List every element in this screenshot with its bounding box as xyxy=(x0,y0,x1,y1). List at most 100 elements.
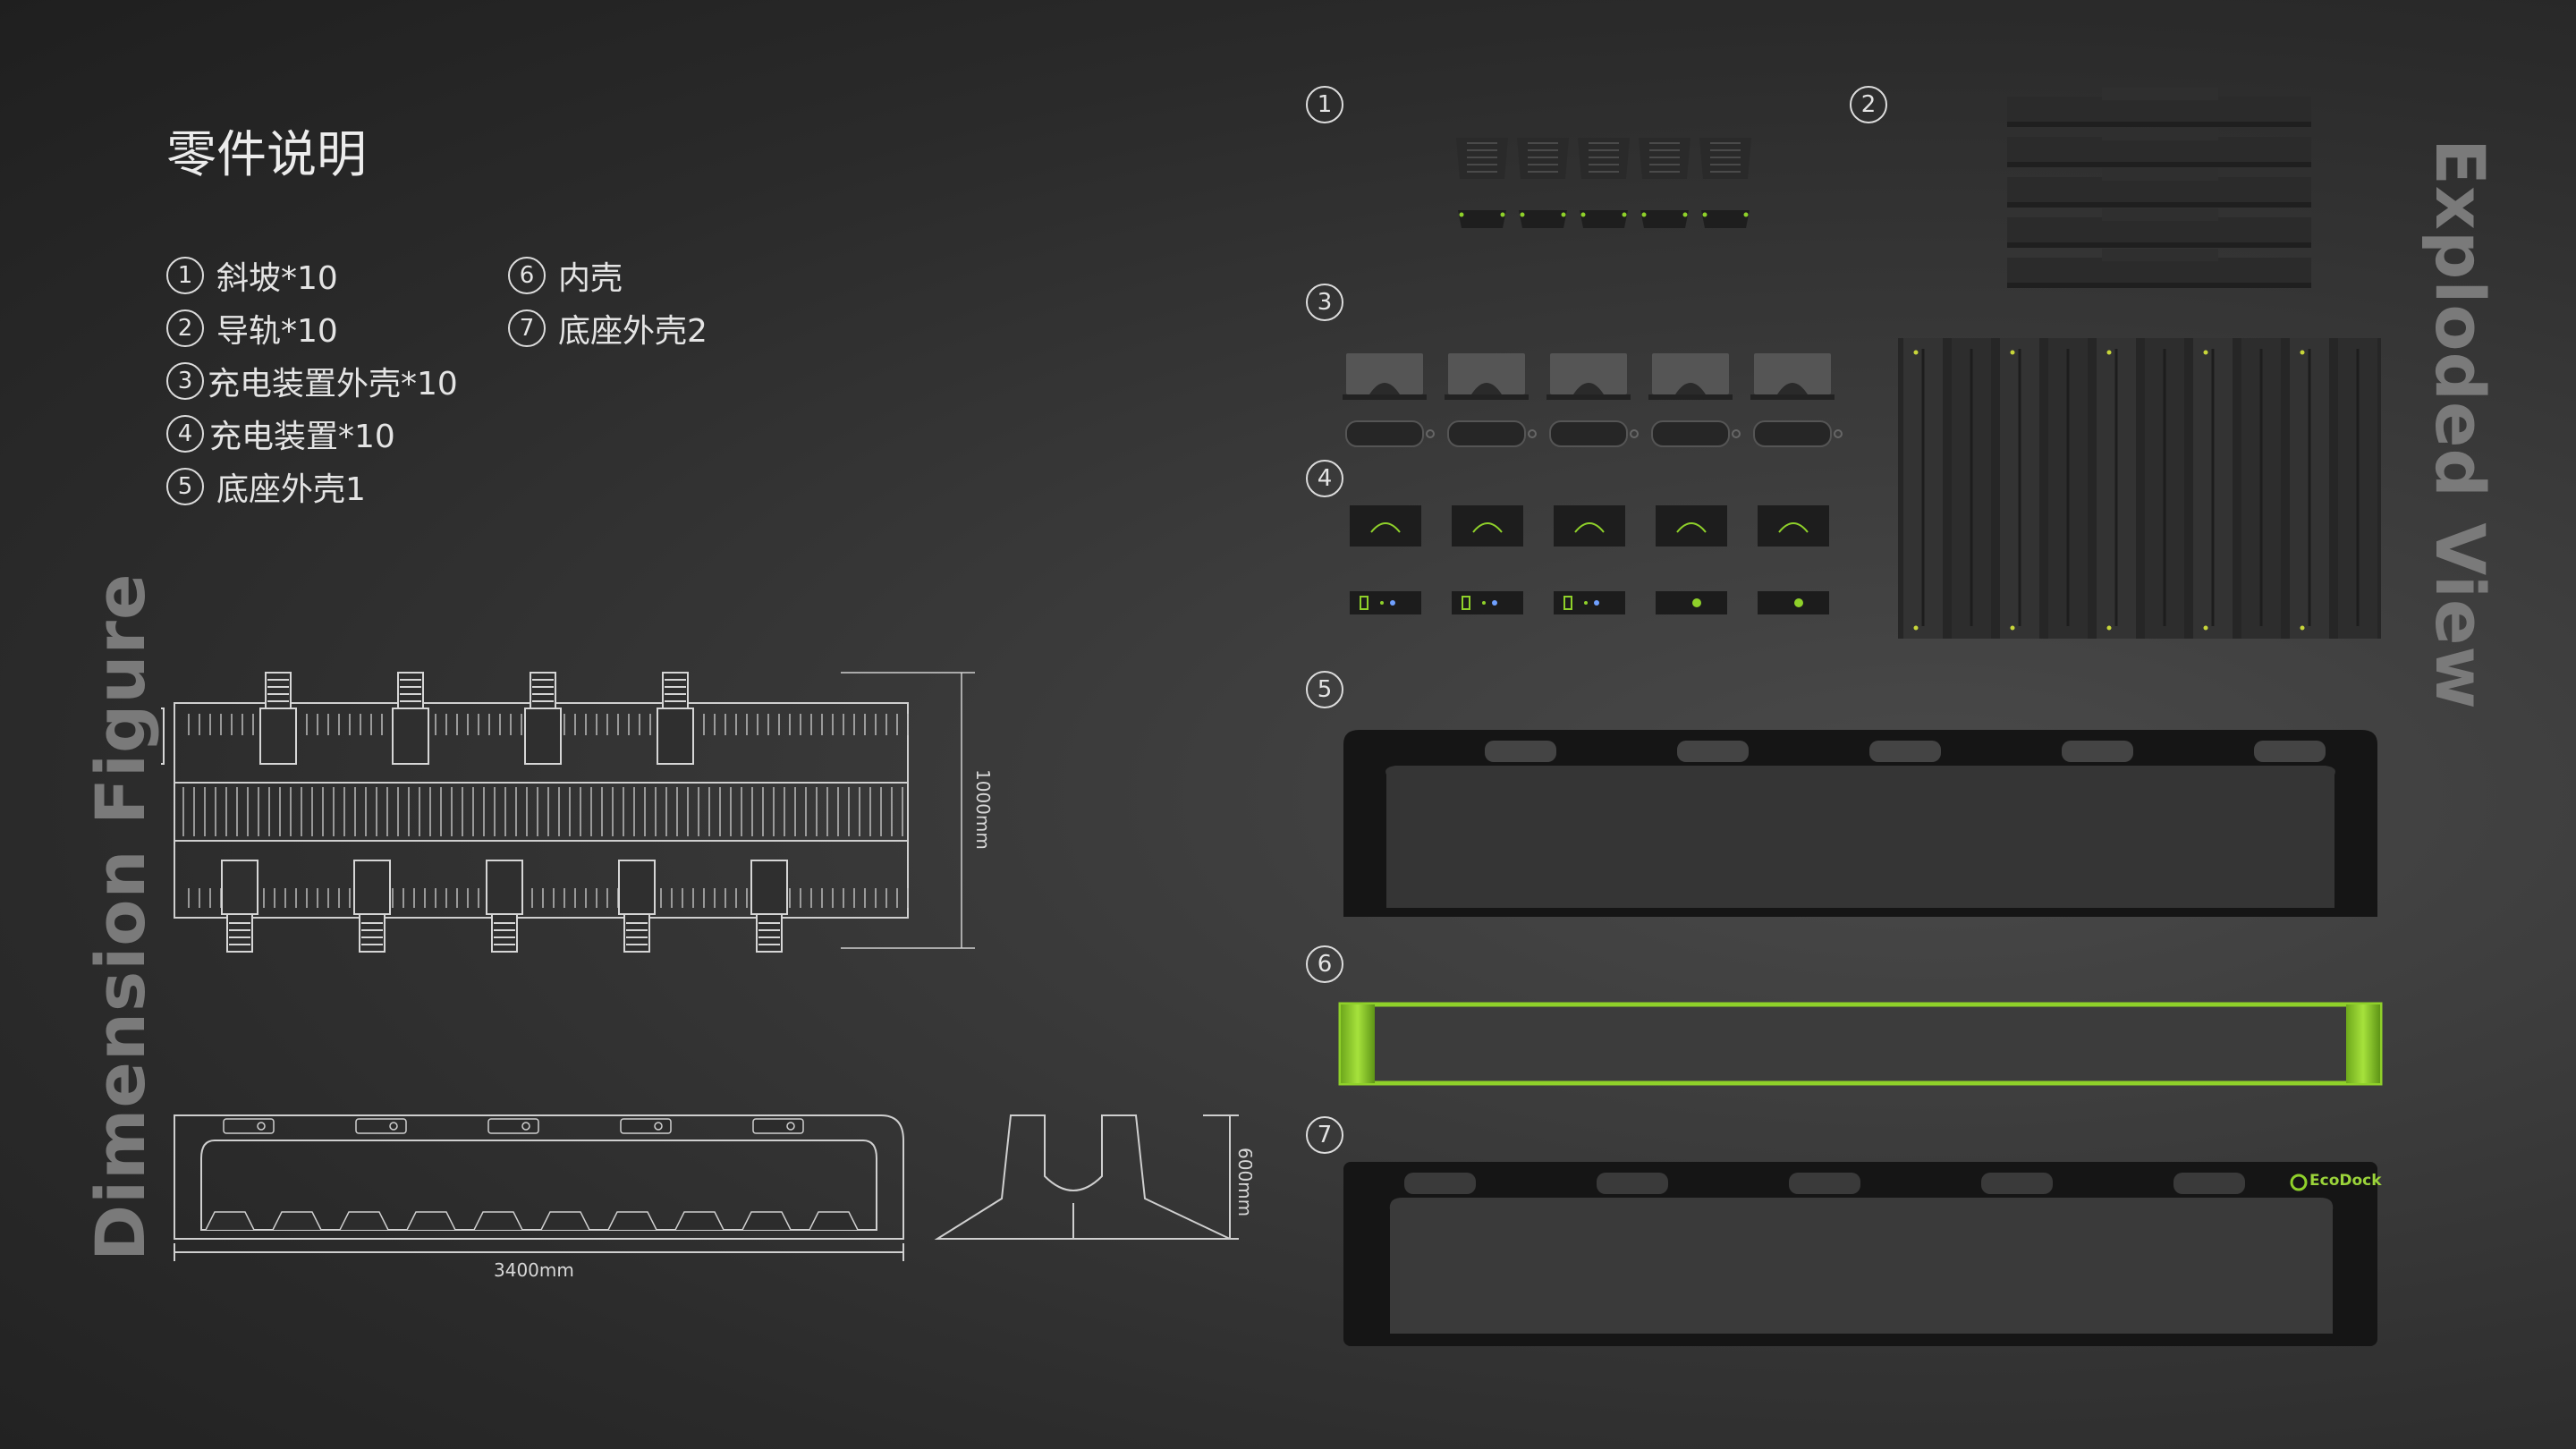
legend-number: 6 xyxy=(508,257,546,294)
shell1-slot-4 xyxy=(2062,741,2133,762)
block-column-4 xyxy=(2048,338,2088,639)
ramp-piece-5 xyxy=(1699,138,1751,228)
legend-number: 2 xyxy=(166,309,204,347)
legend-item-2: 2 导轨*10 xyxy=(166,305,338,352)
legend-number: 7 xyxy=(508,309,546,347)
top-ramp-1 xyxy=(161,708,165,765)
front-cradle xyxy=(674,1211,724,1231)
front-cradle xyxy=(406,1211,456,1231)
block-column-3 xyxy=(2000,338,2039,639)
ramp-piece-1 xyxy=(1456,138,1508,228)
block-column-7 xyxy=(2193,338,2233,639)
front-cradle xyxy=(473,1211,523,1231)
legend-number: 4 xyxy=(166,415,204,453)
bottom-ramp-4 xyxy=(618,860,656,953)
rail-piece-5 xyxy=(2007,249,2311,288)
marker-4: 4 xyxy=(1306,460,1343,497)
legend-label: 底座外壳1 xyxy=(216,471,366,508)
charger-shell-4 xyxy=(1648,353,1741,447)
width-dimension-label: 3400mm xyxy=(494,1259,574,1281)
rail-piece-1 xyxy=(2007,88,2311,127)
block-column-1 xyxy=(1903,338,1943,639)
charger-shell-3 xyxy=(1546,353,1639,447)
marker-7: 7 xyxy=(1306,1116,1343,1154)
front-cradle xyxy=(272,1211,322,1231)
ramp-piece-3 xyxy=(1578,138,1630,228)
charger-unit-5 xyxy=(1758,505,1829,614)
front-cradle xyxy=(809,1211,859,1231)
bottom-ramp-1 xyxy=(221,860,258,953)
brand-label: EcoDock xyxy=(2309,1172,2382,1190)
front-cradle xyxy=(607,1211,657,1231)
front-cradle xyxy=(205,1211,255,1231)
shell1-slot-3 xyxy=(1869,741,1941,762)
legend-number: 3 xyxy=(166,362,204,400)
front-cradle xyxy=(741,1211,792,1231)
ecodock-logo-icon xyxy=(2290,1174,2308,1191)
shell1-slot-2 xyxy=(1677,741,1749,762)
legend-label: 充电装置*10 xyxy=(209,419,395,455)
charger-unit-2 xyxy=(1452,505,1523,614)
marker-5: 5 xyxy=(1306,671,1343,708)
ramp-piece-2 xyxy=(1517,138,1569,228)
charger-shell-5 xyxy=(1750,353,1843,447)
ramp-piece-4 xyxy=(1639,138,1690,228)
front-slot-2 xyxy=(355,1118,407,1134)
rail-piece-4 xyxy=(2007,208,2311,248)
block-column-10 xyxy=(2338,338,2377,639)
legend-label: 底座外壳2 xyxy=(558,313,708,350)
part-base-block xyxy=(1898,338,2381,639)
charger-shell-2 xyxy=(1445,353,1537,447)
part-charger-shells-and-chargers xyxy=(1343,353,1843,614)
marker-3: 3 xyxy=(1306,284,1343,321)
shell1-slot-1 xyxy=(1485,741,1556,762)
legend-label: 斜坡*10 xyxy=(216,260,338,297)
marker-6: 6 xyxy=(1306,945,1343,983)
legend-item-5: 5 底座外壳1 xyxy=(166,463,366,510)
page-title: 零件说明 xyxy=(166,126,367,184)
marker-2: 2 xyxy=(1850,86,1887,123)
legend-label: 导轨*10 xyxy=(216,313,338,350)
legend-item-7: 7 底座外壳2 xyxy=(508,305,708,352)
charger-unit-1 xyxy=(1350,505,1421,614)
charger-unit-3 xyxy=(1554,505,1625,614)
legend-item-4: 4 充电装置*10 xyxy=(166,411,395,457)
front-slot-5 xyxy=(752,1118,804,1134)
front-cradle xyxy=(540,1211,590,1231)
side-height-dimension-label: 600mm xyxy=(1234,1148,1252,1216)
top-ramp-3 xyxy=(392,672,429,765)
part-rails xyxy=(2007,88,2311,288)
charger-shell-1 xyxy=(1343,353,1435,447)
shell2-slot-4 xyxy=(1981,1173,2053,1194)
legend-label: 内壳 xyxy=(558,260,623,297)
top-ramp-2 xyxy=(259,672,297,765)
front-slot-4 xyxy=(620,1118,672,1134)
front-view-drawing: 3400mm xyxy=(174,1114,904,1281)
front-slot-3 xyxy=(487,1118,539,1134)
part-base-shell-2 xyxy=(1343,1162,2377,1346)
shell2-slot-3 xyxy=(1789,1173,1860,1194)
block-column-8 xyxy=(2241,338,2281,639)
marker-1: 1 xyxy=(1306,86,1343,123)
legend-item-1: 1 斜坡*10 xyxy=(166,252,338,299)
block-column-6 xyxy=(2145,338,2184,639)
charger-unit-4 xyxy=(1656,505,1727,614)
rail-piece-2 xyxy=(2007,128,2311,167)
front-cradle xyxy=(339,1211,389,1231)
side-view-drawing: 600mm xyxy=(934,1114,1252,1240)
rail-piece-3 xyxy=(2007,168,2311,208)
top-ramp-4 xyxy=(524,672,562,765)
exploded-view-title: Exploded View xyxy=(2420,139,2500,710)
block-column-2 xyxy=(1952,338,1991,639)
shell2-slot-5 xyxy=(2174,1173,2245,1194)
legend-item-3: 3 充电装置外壳*10 xyxy=(166,358,458,404)
top-ramp-5 xyxy=(657,672,694,765)
legend-number: 5 xyxy=(166,468,204,505)
dimension-figure-title: Dimension Figure xyxy=(80,572,160,1261)
shell2-slot-2 xyxy=(1597,1173,1668,1194)
part-base-shell-1 xyxy=(1343,730,2377,917)
shell2-slot-1 xyxy=(1404,1173,1476,1194)
legend-number: 1 xyxy=(166,257,204,294)
top-view-drawing: 1000mm xyxy=(161,672,994,953)
block-column-9 xyxy=(2290,338,2329,639)
